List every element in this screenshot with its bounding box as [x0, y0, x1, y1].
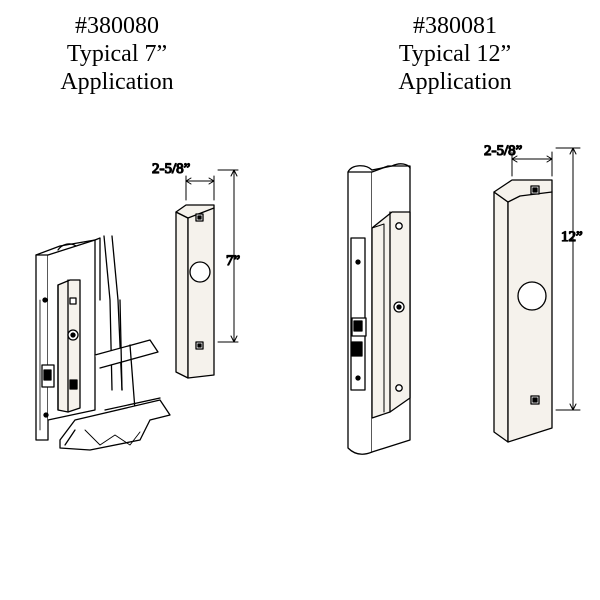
latch-guard-plate-7in [175, 204, 215, 379]
application-label-380080: Application [60, 69, 174, 95]
size-label-380081: Typical 12” [398, 41, 512, 67]
latch-guard-plate-12in [493, 179, 553, 443]
part-number-380080: #380080 [75, 13, 159, 39]
height-dimension-7in: 7” [226, 253, 240, 269]
application-label-380081: Application [398, 69, 512, 95]
part-number-380081: #380081 [413, 13, 497, 39]
dimension-lines-12in [511, 147, 581, 411]
dimension-lines-7in [185, 169, 239, 343]
cylinder-hole [517, 281, 547, 311]
width-dimension-12in: 2-5/8” [484, 143, 522, 159]
installed-scene-7in [35, 235, 171, 451]
installed-door-edge-12in [347, 163, 411, 455]
width-dimension-7in: 2-5/8” [152, 161, 190, 177]
height-dimension-12in: 12” [561, 229, 583, 245]
product-heading-380080: #380080 Typical 7” Application [12, 12, 222, 96]
product-heading-380081: #380081 Typical 12” Application [350, 12, 560, 96]
cylinder-hole [189, 261, 211, 283]
size-label-380080: Typical 7” [66, 41, 168, 67]
